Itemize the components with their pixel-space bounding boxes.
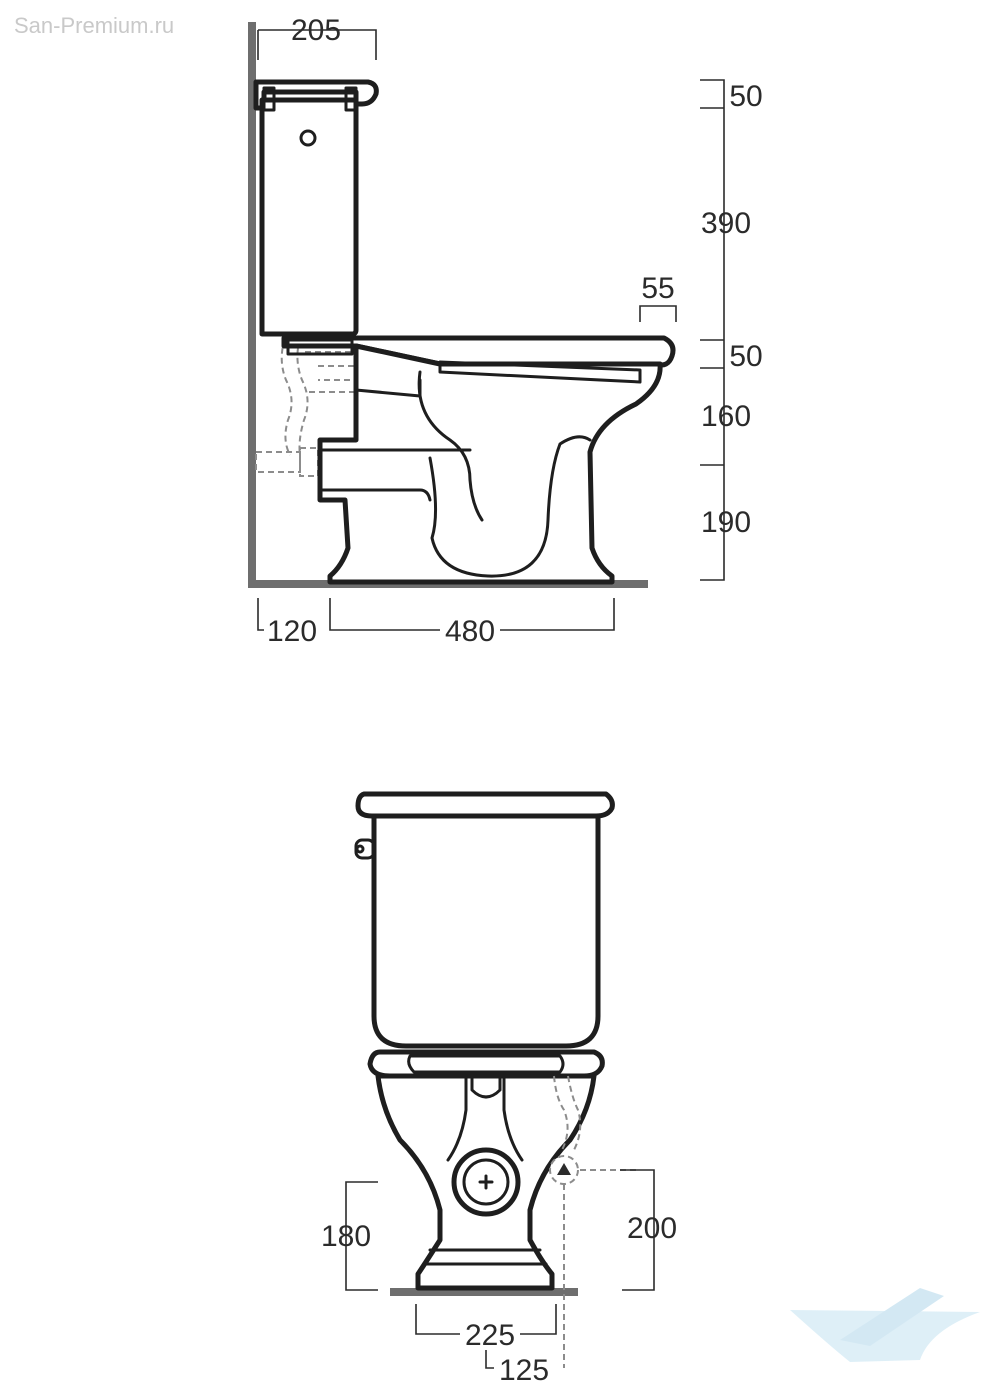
flush-pipe [354,378,422,398]
dim-lid-height: 50 [729,80,762,113]
logo-watermark [790,1288,980,1362]
dim-bowl-length: 480 [445,615,495,648]
front-cistern-lid [355,791,615,819]
dim-wall-offset: 120 [267,615,317,648]
cistern-body [259,97,359,337]
dim-seat-height: 50 [729,340,762,373]
dim-inlet-offset: 125 [499,1354,549,1387]
dim-tank-height: 390 [701,207,751,240]
seat-hinge [286,338,354,356]
dim-tank-depth: 205 [291,14,341,47]
outlet-center-mark [478,1174,494,1190]
front-inlet [470,1076,502,1099]
front-pedestal-inner [422,1076,548,1266]
water-pipe [553,1075,582,1151]
water-inlet-icon [557,1163,571,1175]
outlet-inner-circle [462,1158,510,1206]
front-floor [390,1288,578,1296]
side-view: 205 50 390 50 160 190 55 120 480 [248,14,763,648]
front-cistern-body [371,813,601,1049]
wall [248,22,256,588]
dim-base-width: 225 [465,1319,515,1352]
dim-base-height: 190 [701,506,751,539]
dim-rim-width: 55 [641,272,674,305]
dim-inlet-height: 200 [627,1212,677,1245]
front-seat-inner [407,1054,565,1074]
pan-outlet [318,448,472,502]
watermark-text: San-Premium.ru [14,13,174,38]
flush-button-icon [299,129,317,147]
lid-clip-left [262,86,276,112]
dim-bowl-height: 160 [701,400,751,433]
flush-lever-icon [354,838,376,860]
lid-clip-right [344,86,358,112]
pan-body [317,343,663,585]
front-view: 180 200 225 125 [321,791,677,1387]
dim-outlet-height: 180 [321,1220,371,1253]
seat [281,335,676,368]
pan-trap [417,360,642,578]
